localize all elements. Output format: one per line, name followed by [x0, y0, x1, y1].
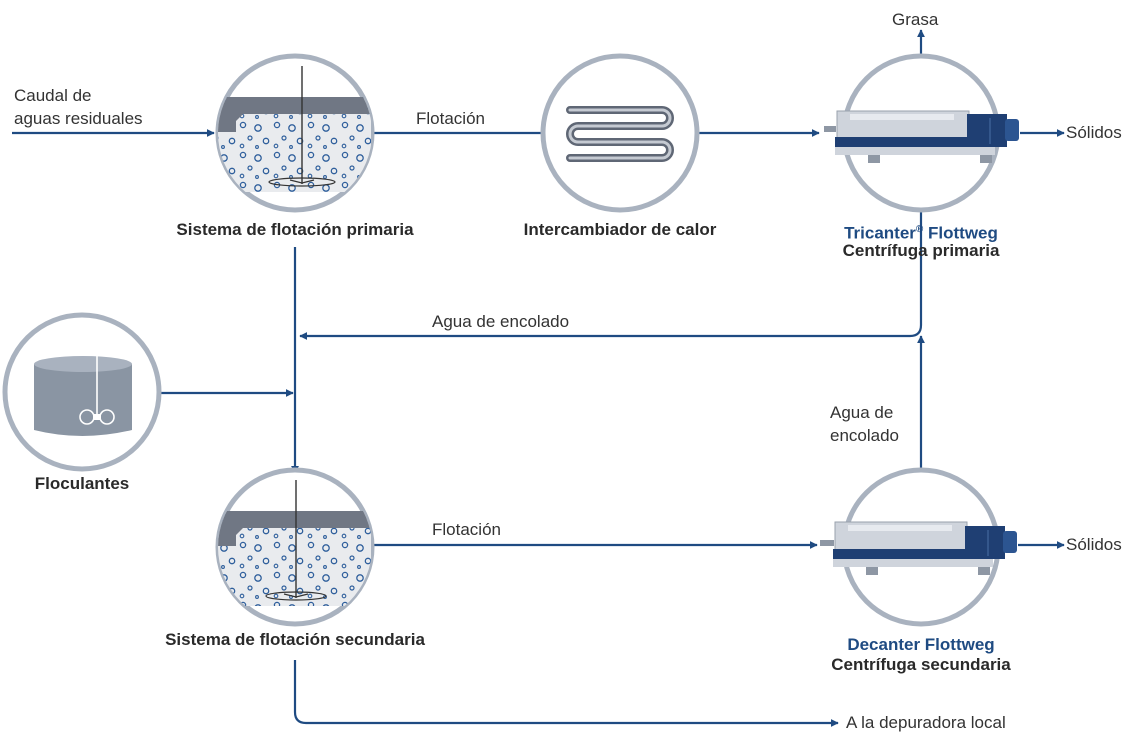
- decanter-subtitle: Centrífuga secundaria: [831, 655, 1011, 674]
- stirred-tank-icon: [34, 337, 132, 436]
- coil-heat-exchanger-icon: [566, 106, 674, 162]
- decanter-node: [820, 467, 1017, 627]
- tricanter-subtitle: Centrífuga primaria: [842, 241, 1000, 260]
- flotation-tank-icon: [218, 480, 371, 606]
- to-plant-arrow: [293, 660, 839, 727]
- sizing-water-label-right-1: Agua de: [830, 403, 894, 422]
- node-ring: [540, 53, 700, 213]
- heat-exchanger-title: Intercambiador de calor: [523, 220, 717, 239]
- secondary-flotation-title: Sistema de flotación secundaria: [165, 630, 425, 649]
- primary-flotation-node: [215, 53, 375, 213]
- sizing-water-return-arrow: [299, 212, 923, 340]
- flotation-label-2: Flotación: [432, 520, 501, 539]
- secondary-flotation-node: [215, 467, 375, 627]
- decanter-centrifuge-icon: [820, 521, 1017, 575]
- primary-flotation-title: Sistema de flotación primaria: [176, 220, 414, 239]
- inlet-label-line2: aguas residuales: [14, 109, 143, 128]
- grease-label: Grasa: [892, 10, 939, 29]
- sizing-water-label-right-2: encolado: [830, 426, 900, 445]
- tricanter-brand: Tricanter® Flottweg: [844, 223, 998, 243]
- flocculants-title: Floculantes: [34, 474, 130, 493]
- decanter-brand: Decanter Flottweg: [847, 635, 995, 654]
- flotation-tank-icon: [218, 66, 371, 192]
- sizing-water-label-top: Agua de encolado: [432, 312, 570, 331]
- solids-label-1: Sólidos: [1066, 123, 1122, 142]
- flotation-label-1: Flotación: [416, 109, 485, 128]
- inlet-label-line1: Caudal de: [14, 86, 92, 105]
- to-plant-label: A la depuradora local: [846, 713, 1006, 732]
- flow-lines: [12, 29, 1065, 727]
- solids-label-2: Sólidos: [1066, 535, 1122, 554]
- heat-exchanger-node: [540, 53, 700, 213]
- tricanter-node: [824, 53, 1019, 213]
- flocculants-node: [2, 312, 162, 472]
- tricanter-centrifuge-icon: [824, 110, 1019, 163]
